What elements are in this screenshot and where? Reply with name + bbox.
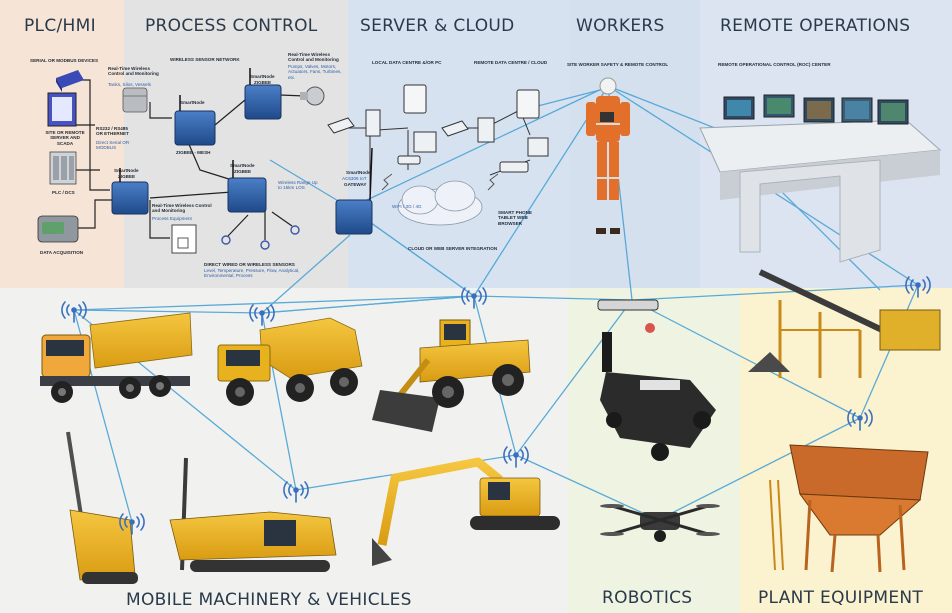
cloud-caption: CLOUD OR WEB SERVER INTEGRATION xyxy=(408,246,498,251)
zigbee-mesh-label: ZIGBEE - MESH xyxy=(176,150,211,155)
rt-control-mid-detail: Process Equipment xyxy=(152,216,192,221)
local-data-centre-label: LOCAL DATA CENTRE &/OR PC xyxy=(372,60,442,65)
gateway-line1: SmartNode xyxy=(346,170,371,175)
gateway-line3: GATEWAY xyxy=(344,182,367,187)
server-icon xyxy=(403,84,540,119)
smartnode-mid-zigbee: ZIGBEE xyxy=(234,169,252,174)
plc-hmi-title: PLC/HMI xyxy=(24,16,96,36)
articulated-hauler-icon xyxy=(217,317,363,406)
monitor-icon xyxy=(327,109,549,173)
serial-device-icon xyxy=(56,70,84,92)
workers-title: WORKERS xyxy=(576,16,665,36)
drone-icon xyxy=(600,504,720,542)
drill-rig-icon xyxy=(66,431,138,584)
screen-plant-icon xyxy=(769,444,929,573)
control-desk-icon xyxy=(699,94,942,263)
plc-dcs-label: PLC / DCS xyxy=(52,190,75,195)
rt-control-top-detail: Pumps, Valves, Motors, Actuators, Fans, … xyxy=(288,64,342,80)
wifi-label: WIFI / 3G / 4G xyxy=(392,204,422,209)
remote-data-centre-label: REMOTE DATA CENTRE / CLOUD xyxy=(474,60,548,65)
tank-icon xyxy=(122,87,148,113)
monitor-icon xyxy=(47,92,77,127)
drill-rig-icon xyxy=(169,457,337,572)
direct-wired-title: DIRECT WIRED OR WIRELESS SENSORS xyxy=(204,262,295,267)
serial-devices-label: SERIAL OR MODBUS DEVICES xyxy=(30,58,99,63)
plc-dcs-icon xyxy=(49,151,77,185)
mobile-machinery-title: MOBILE MACHINERY & VEHICLES xyxy=(126,590,412,610)
wireless-range-label: Wireless Range Up to 15km LOS xyxy=(278,180,318,191)
workers-caption: SITE WORKER SAFETY & REMOTE CONTROL xyxy=(567,62,669,67)
server-cloud-title: SERVER & CLOUD xyxy=(360,16,515,36)
sensor-icon xyxy=(221,225,300,250)
robot-icon xyxy=(597,299,716,461)
smartnode-mesh-icon xyxy=(174,95,216,146)
smartnode-top-name: SmartNode xyxy=(250,74,275,79)
data-acquisition-label: DATA ACQUISITION xyxy=(40,250,84,255)
rt-control-top-title: Real-Time Wireless Control and Monitorin… xyxy=(288,52,339,63)
gateway-line2: AC6306 IoT xyxy=(342,176,367,181)
excavator-icon xyxy=(372,457,560,566)
wireless-sensor-network-label: WIRELESS SENSOR NETWORK xyxy=(170,57,240,62)
gateway-icon xyxy=(335,147,373,235)
rt-control-left-detail: Tanks, Silos, Vessels xyxy=(108,82,151,87)
smartnode-mesh-name: SmartNode xyxy=(180,100,205,105)
wheel-loader-icon xyxy=(372,319,531,432)
smartnode-plc-icon xyxy=(111,168,149,215)
worker-icon xyxy=(586,77,630,234)
workers-panel xyxy=(570,0,700,288)
smartnode-top-zigbee: ZIGBEE xyxy=(254,80,272,85)
direct-serial-label: Direct Serial OR MODBUS xyxy=(96,140,130,151)
process-control-panel xyxy=(124,0,348,288)
smartnode-plc-zigbee: ZIGBEE xyxy=(118,174,136,179)
dump-truck-icon xyxy=(40,312,193,403)
remote-caption: REMOTE OPERATIONAL CONTROL (ROC) CENTER xyxy=(718,62,831,67)
data-acquisition-icon xyxy=(37,215,79,243)
process-control-title: PROCESS CONTROL xyxy=(145,16,318,36)
smartnode-top-icon xyxy=(244,68,282,120)
direct-wired-detail: Level, Temperature, Pressure, Flow, Anal… xyxy=(204,268,300,279)
wireless-signal-icon xyxy=(61,276,931,535)
site-server-label: SITE OR REMOTE SERVER AND SCADA xyxy=(45,130,85,146)
smartnode-mid-icon xyxy=(227,160,267,213)
pump-icon xyxy=(300,86,325,106)
process-equipment-icon xyxy=(171,224,197,254)
smartnode-mid-name: SmartNode xyxy=(230,163,255,168)
wireless-bolt-icon xyxy=(381,173,499,191)
smartnode-plc-name: SmartNode xyxy=(114,168,139,173)
plant-equipment-title: PLANT EQUIPMENT xyxy=(758,588,924,608)
rt-control-mid-title: Real-Time Wireless Control and Monitorin… xyxy=(152,203,212,214)
robotics-title: ROBOTICS xyxy=(602,588,693,608)
rs-link-label: RS232 / RS485 OR ETHERNET xyxy=(96,126,129,137)
conveyor-icon xyxy=(748,269,941,378)
devices-label: SMART PHONE TABLET WEB BROWSER xyxy=(498,210,532,226)
cloud-icon xyxy=(397,180,483,226)
rt-control-left-title: Real-Time Wireless Control and Monitorin… xyxy=(108,66,159,77)
remote-operations-title: REMOTE OPERATIONS xyxy=(720,16,911,36)
